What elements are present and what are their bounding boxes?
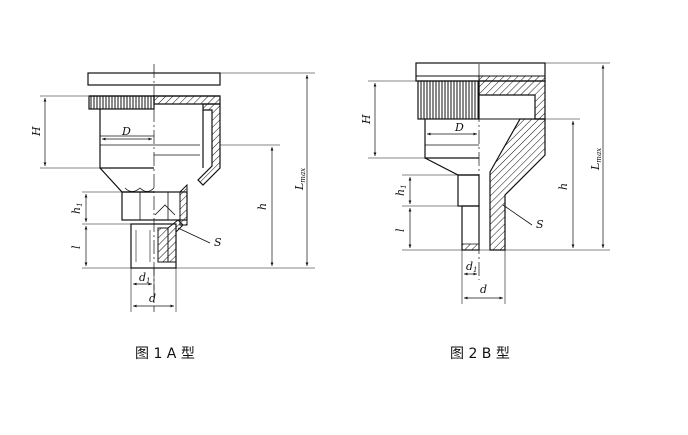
cone-b — [424, 157, 479, 176]
top-cap-a — [87, 72, 221, 86]
figure-a-labels: H D h1 l h S Lmax d1 d — [30, 125, 307, 305]
label-l-b: l — [394, 228, 407, 232]
label-D-a: D — [121, 125, 131, 138]
cap-hatch-b — [478, 75, 546, 82]
label-d-a: d — [149, 292, 156, 305]
caption-figure-a: 图 1 A 型 — [135, 346, 195, 362]
label-H-b: H — [360, 114, 373, 125]
shell-hatch-b — [489, 118, 546, 251]
s-leader-b — [502, 204, 533, 226]
knurl-collar-a — [88, 95, 155, 110]
body-left-a — [99, 109, 154, 169]
label-h1-b: h1 — [394, 184, 408, 196]
hex-a — [121, 191, 188, 221]
figure-a — [40, 64, 315, 312]
label-D-b: D — [454, 121, 464, 134]
label-S-a: S — [214, 236, 222, 249]
label-d-b: d — [480, 283, 487, 296]
shell-hatch-a — [197, 103, 221, 186]
label-h1-a: h1 — [70, 202, 84, 214]
label-H-a: H — [30, 126, 43, 137]
label-Lmax-b: Lmax — [589, 148, 603, 171]
head-hatch-b — [478, 80, 546, 120]
figure-b-labels: H D h1 l h S Lmax d1 d — [360, 114, 603, 296]
s-leader-a — [177, 227, 211, 244]
shank-b — [457, 174, 480, 207]
collar-hatch-a — [153, 95, 221, 105]
label-h-a: h — [256, 203, 269, 210]
label-h-b: h — [557, 183, 570, 190]
thread-b — [461, 205, 480, 251]
label-Lmax-a: Lmax — [293, 168, 307, 191]
label-l-a: l — [70, 245, 83, 249]
figure-b — [368, 62, 610, 304]
body-left-b — [424, 119, 479, 159]
stem-hatch-a — [167, 219, 184, 263]
hex-hatch-a — [179, 183, 188, 226]
caption-figure-b: 图 2 B 型 — [450, 346, 510, 362]
knurl-head-b — [417, 80, 480, 120]
label-S-b: S — [536, 218, 544, 231]
cone-a — [99, 167, 154, 193]
label-d1-a: d1 — [139, 271, 151, 285]
label-d1-b: d1 — [466, 260, 478, 274]
